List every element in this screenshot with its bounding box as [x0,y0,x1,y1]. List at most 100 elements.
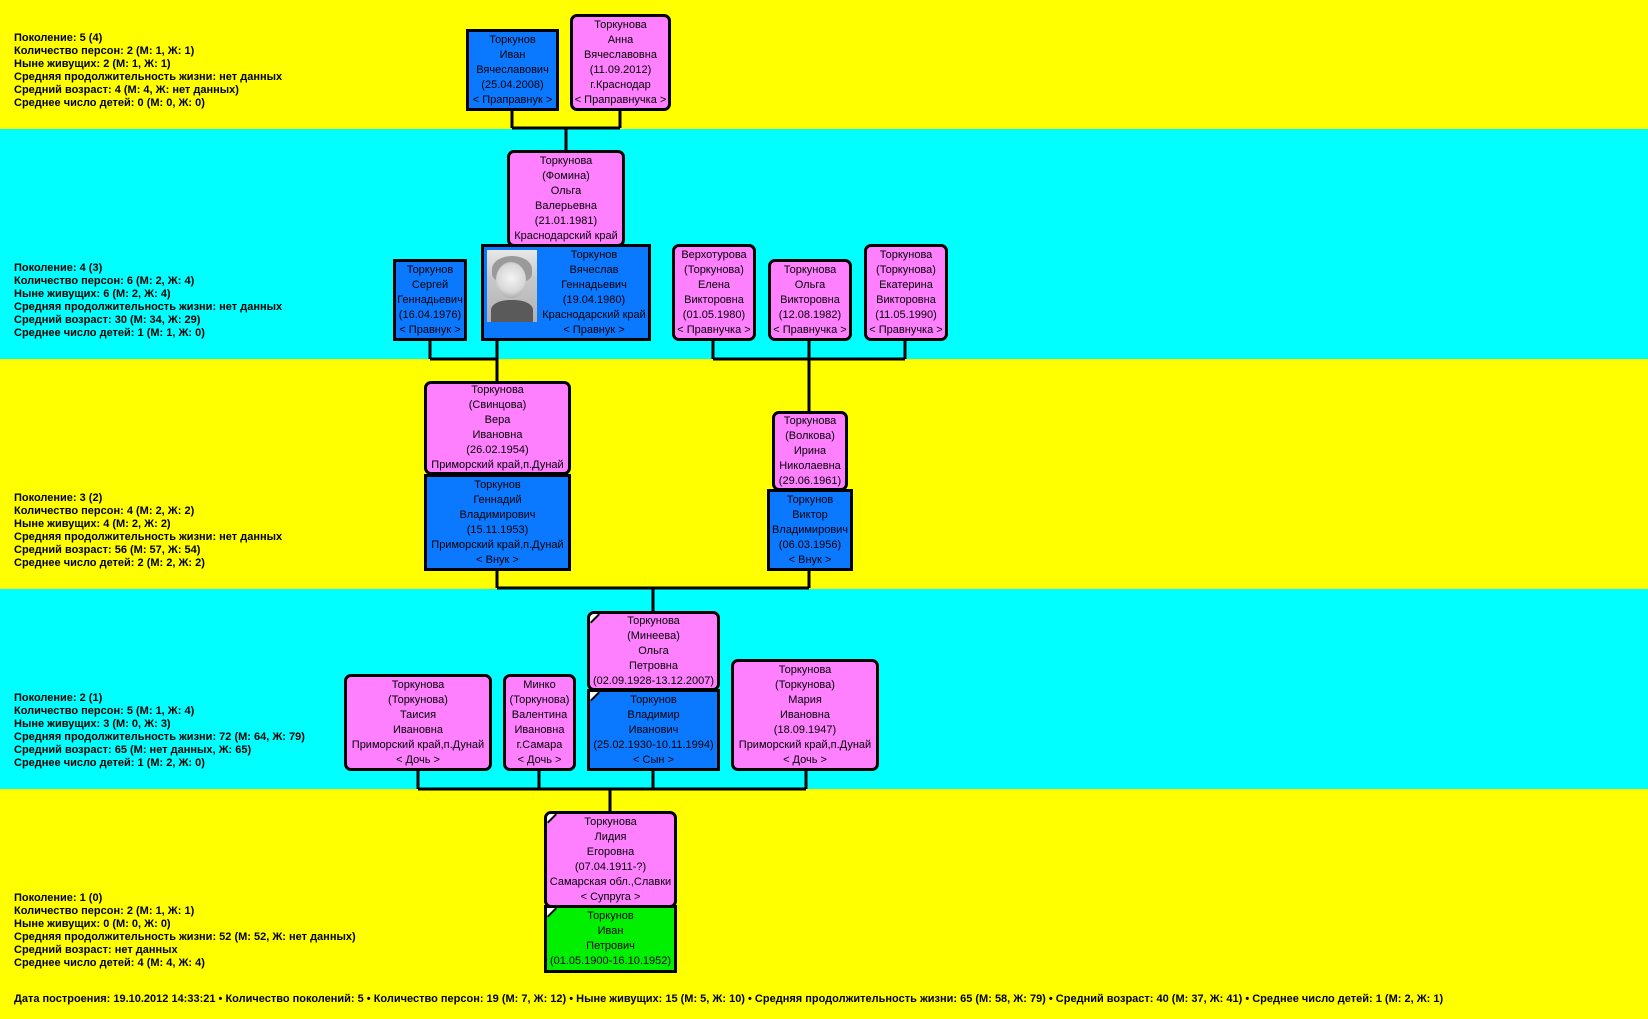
stat-line: Средняя продолжительность жизни: нет дан… [14,70,283,83]
person-line: Екатерина [879,278,933,291]
stat-line: Количество персон: 6 (М: 2, Ж: 4) [14,274,195,287]
person-line: Валентина [511,708,568,721]
stat-line: Среднее число детей: 1 (М: 1, Ж: 0) [14,326,205,339]
connector [711,341,907,411]
person-line: Ивановна [780,708,830,721]
stat-line: Ныне живущих: 3 (М: 0, Ж: 3) [14,717,171,730]
person-card-torkunov-vladimir[interactable]: Торкунов Владимир Иванович (25.02.1930-1… [587,689,720,771]
person-card-torkunova-irina[interactable]: Торкунова (Волкова) Ирина Николаевна (29… [772,411,848,491]
band-generation-5 [0,0,1648,129]
person-line: (Свинцова) [468,399,527,411]
person-line: Мария [788,693,822,706]
person-line: Торкунова [471,384,524,396]
generation-5-stats: Поколение: 5 (4) Количество персон: 2 (М… [14,32,282,109]
person-line: (29.06.1961) [778,474,842,487]
person-line: Торкунова [594,18,647,31]
person-line: (Торкунова) [775,678,835,691]
person-card-torkunova-taisiya[interactable]: Торкунова (Торкунова) Таисия Ивановна Пр… [344,674,492,771]
person-line: Вера [484,414,511,426]
person-card-torkunova-anna[interactable]: Торкунова Анна Вячеславовна (11.09.2012)… [570,14,671,111]
person-card-torkunova-olga-viktorovna[interactable]: Торкунова Ольга Викторовна (12.08.1982) … [768,259,852,341]
person-line: Краснодарский край [514,229,618,242]
person-line: Владимир [627,708,680,721]
stat-line: Среднее число детей: 0 (М: 0, Ж: 0) [14,96,205,109]
person-card-torkunova-mariya[interactable]: Торкунова (Торкунова) Мария Ивановна (18… [731,659,879,771]
person-card-verkhoturova-elena[interactable]: Верхотурова (Торкунова) Елена Викторовна… [672,244,756,341]
tree-summary-footer: Дата построения: 19.10.2012 14:33:21 • К… [14,993,1444,1005]
person-line: Самарская обл.,Славки [549,875,672,888]
person-line: < Сын > [633,753,674,766]
stat-line: Поколение: 4 (3) [14,262,103,274]
stat-line: Средний возраст: нет данных [14,943,178,956]
person-line: Торкунов [587,910,634,922]
person-line: (Торкунова) [684,263,744,276]
person-card-torkunov-gennadiy[interactable]: Торкунов Геннадий Владимирович (15.11.19… [424,474,571,571]
person-line: (Торкунова) [876,263,936,276]
stat-line: Средняя продолжительность жизни: нет дан… [14,300,283,313]
person-line: Егоровна [586,845,635,858]
person-line: Викторовна [684,293,744,306]
person-line: < Внук > [476,553,519,566]
person-line: Торкунова [778,663,832,676]
person-line: Ольга [638,644,669,657]
person-line: (12.08.1982) [778,308,842,321]
person-line: (15.11.1953) [466,523,529,536]
person-line: < Дочь > [396,753,440,766]
connector [495,571,811,611]
person-card-torkunov-ivan-petrovich[interactable]: Торкунов Иван Петрович (01.05.1900-16.10… [544,905,677,973]
person-line: < Праправнук > [472,93,553,106]
person-line: (01.05.1900-16.10.1952) [549,955,672,967]
person-line: Вячеслав [569,263,619,276]
person-line: Иван [499,48,526,61]
stat-line: Количество персон: 5 (М: 1, Ж: 4) [14,704,195,717]
person-line: Владимирович [771,523,849,536]
stat-line: Ныне живущих: 0 (М: 0, Ж: 0) [14,917,171,930]
person-line: < Правнучка > [869,323,943,336]
person-line: (06.03.1956) [778,538,842,551]
person-line: Ольга [794,278,826,291]
person-line: Иванович [628,723,679,736]
person-line: Приморский край,п.Дунай [351,738,485,751]
person-line: Владимирович [459,508,536,521]
person-photo [487,250,537,322]
person-card-torkunov-vyacheslav[interactable]: Торкунов Вячеслав Геннадьевич (19.04.198… [481,244,651,341]
person-line: Торкунова [539,154,593,167]
generation-2-stats: Поколение: 2 (1) Количество персон: 5 (М… [14,692,305,769]
connector [428,341,499,381]
person-line: Геннадьевич [397,293,463,306]
person-card-torkunova-lidiya[interactable]: Торкунова Лидия Егоровна (07.04.1911-?) … [544,811,677,908]
person-card-minko-valentina[interactable]: Минко (Торкунова) Валентина Ивановна г.С… [503,674,576,771]
person-line: Торкунова [879,248,933,261]
person-card-torkunova-ekaterina[interactable]: Торкунова (Торкунова) Екатерина Викторов… [864,244,948,341]
person-line: (Волкова) [785,429,835,442]
stat-line: Средняя продолжительность жизни: нет дан… [14,530,283,543]
person-line: (25.04.2008) [481,78,544,91]
stat-line: Поколение: 1 (0) [14,892,103,904]
person-line: < Правнук > [563,323,625,336]
person-line: Геннадий [473,493,522,506]
person-line: Елена [697,278,731,291]
person-line: < Правнук > [399,323,461,336]
stat-line: Количество персон: 2 (М: 1, Ж: 1) [14,904,195,917]
person-card-torkunov-viktor[interactable]: Торкунов Виктор Владимирович (06.03.1956… [767,489,853,571]
person-line: Викторовна [876,293,936,306]
person-card-torkunova-olga-mineeva[interactable]: Торкунова (Минеева) Ольга Петровна (02.0… [587,611,720,691]
person-line: Сергей [411,278,449,291]
person-line: < Правнучка > [677,323,751,336]
person-card-torkunova-vera[interactable]: Торкунова (Свинцова) Вера Ивановна (26.0… [424,381,571,475]
stat-line: Средний возраст: 56 (М: 57, Ж: 54) [14,543,201,556]
person-line: Николаевна [779,459,841,472]
person-card-torkunov-ivan-vyacheslavovich[interactable]: Торкунов Иван Вячеславович (25.04.2008) … [466,29,559,111]
person-line: Торкунова [783,263,837,276]
person-line: Торкунов [489,33,536,46]
stat-line: Количество персон: 2 (М: 1, Ж: 1) [14,44,195,57]
person-line: Викторовна [780,293,840,306]
person-line: Верхотурова [681,248,747,261]
stat-line: Средняя продолжительность жизни: 52 (М: … [14,930,356,943]
person-line: Торкунова [391,678,445,691]
person-line: (Торкунова) [509,693,570,706]
person-card-torkunova-olga-fomina[interactable]: Торкунова (Фомина) Ольга Валерьевна (21.… [507,150,625,247]
person-line: Торкунов [406,263,454,276]
person-card-torkunov-sergey[interactable]: Торкунов Сергей Геннадьевич (16.04.1976)… [393,259,467,341]
person-line: Валерьевна [535,199,597,212]
